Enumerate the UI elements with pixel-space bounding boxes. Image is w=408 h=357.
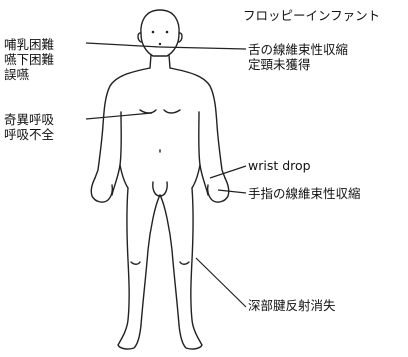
leader-feeding (86, 43, 160, 47)
label-reflex-loss: 深部腱反射消失 (248, 298, 336, 313)
label-wrist-drop: wrist drop (248, 158, 311, 173)
head-outline (141, 10, 179, 56)
leader-wrist (210, 166, 246, 178)
leader-finger (218, 190, 246, 193)
label-tongue-fasciculation: 舌の線維束性収縮 定頸未獲得 (248, 42, 348, 72)
label-feeding-difficulty: 哺乳困難 嚥下困難 誤嚥 (4, 37, 54, 82)
diagram-title: フロッピーインファント (243, 8, 380, 23)
left-leg (118, 188, 141, 349)
leader-tongue (160, 47, 246, 49)
leader-reflex (196, 258, 246, 307)
leader-breathing (86, 113, 152, 119)
torso-outline-left (95, 68, 150, 178)
left-hand (91, 178, 112, 202)
label-finger-fasciculation: 手指の線維束性収縮 (248, 186, 361, 201)
right-leg (179, 188, 202, 349)
label-respiratory: 奇異呼吸 呼吸不全 (4, 112, 54, 142)
torso-outline-right (170, 68, 225, 178)
